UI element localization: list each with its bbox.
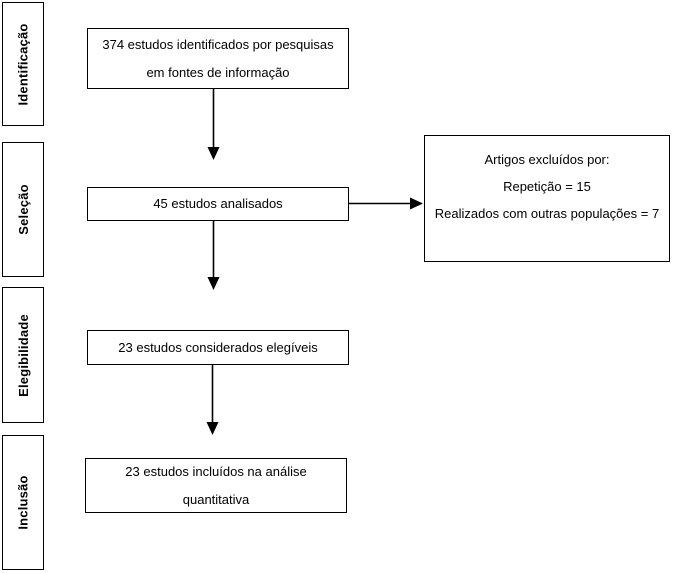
- box-included-studies: 23 estudos incluídos na análise quantita…: [85, 458, 347, 513]
- stage-inclusao: Inclusão: [2, 435, 44, 570]
- stage-selecao: Seleção: [2, 142, 44, 277]
- stage-identificacao: Identificação: [2, 2, 44, 126]
- arrow-eligible-to-included: [206, 365, 219, 435]
- stage-elegibilidade: Elegibilidade: [2, 287, 44, 423]
- box-included-studies-line2: quantitativa: [182, 491, 250, 507]
- box-analyzed-studies-line1: 45 estudos analisados: [153, 196, 283, 211]
- box-analyzed-studies: 45 estudos analisados: [87, 187, 349, 221]
- stage-selecao-label: Seleção: [15, 184, 31, 235]
- box-excluded-articles-line1: Artigos excluídos por:: [484, 152, 610, 167]
- box-excluded-articles: Artigos excluídos por: Repetição = 15 Re…: [424, 135, 670, 262]
- stage-identificacao-label: Identificação: [15, 22, 31, 106]
- stage-elegibilidade-label: Elegibilidade: [15, 313, 31, 397]
- arrow-analyzed-to-excluded: [349, 197, 423, 210]
- box-excluded-articles-line2: Repetição = 15: [503, 179, 591, 194]
- box-eligible-studies: 23 estudos considerados elegíveis: [87, 330, 349, 365]
- arrow-identified-to-analyzed: [207, 89, 220, 160]
- box-included-studies-line1: 23 estudos incluídos na análise: [125, 463, 307, 479]
- stage-inclusao-label: Inclusão: [15, 475, 31, 530]
- box-identified-studies-line2: em fontes de informação: [146, 64, 290, 80]
- box-identified-studies-line1: 374 estudos identificados por pesquisas: [102, 36, 334, 52]
- box-eligible-studies-line1: 23 estudos considerados elegíveis: [118, 339, 318, 355]
- box-excluded-articles-line3: Realizados com outras populações = 7: [434, 206, 660, 221]
- arrow-analyzed-to-eligible: [207, 221, 220, 290]
- box-identified-studies: 374 estudos identificados por pesquisas …: [87, 28, 349, 89]
